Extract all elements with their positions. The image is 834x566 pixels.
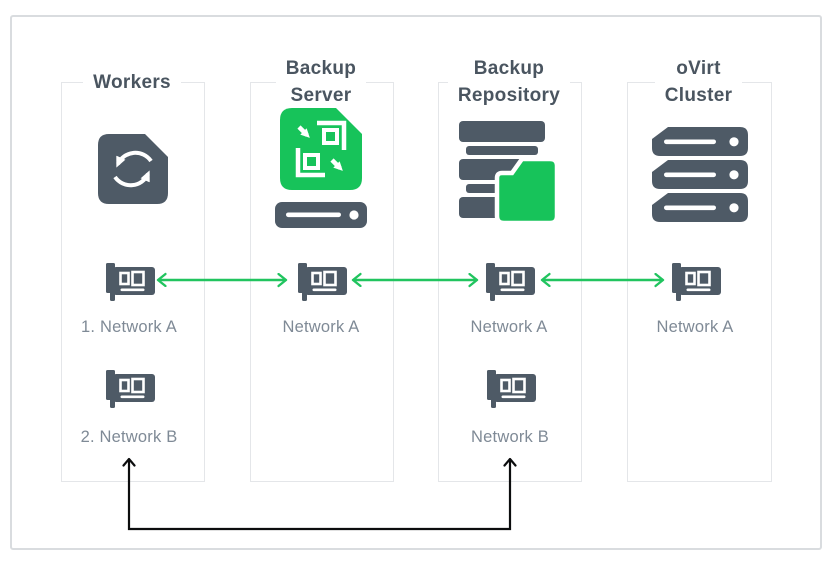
nic-label: 1. Network A — [81, 318, 177, 336]
column-title-text: Backup Repository — [447, 55, 571, 109]
nic-icon-backup-repository-a — [483, 261, 535, 301]
server-stack-icon — [652, 127, 748, 222]
nic-icon-workers-b — [103, 368, 155, 408]
column-title-text: Workers — [83, 68, 181, 96]
nic-label: Network B — [471, 428, 549, 446]
nic-label: Network A — [470, 318, 548, 336]
nic-icon-ovirt-a — [669, 261, 721, 301]
nic-icon-backup-server-a — [295, 261, 347, 301]
nic-label: Network A — [282, 318, 360, 336]
backup-server-icon — [271, 108, 371, 230]
nic-label: Network A — [656, 318, 734, 336]
nic-icon-backup-repository-b — [484, 368, 536, 408]
nic-icon-workers-a — [103, 261, 155, 301]
column-title-text: Backup Server — [275, 55, 367, 109]
storage-folder-icon — [459, 121, 559, 225]
sync-icon — [96, 132, 170, 206]
column-title-text: oVirt Cluster — [654, 55, 743, 109]
nic-label: 2. Network B — [80, 428, 178, 446]
diagram-frame — [10, 15, 822, 550]
